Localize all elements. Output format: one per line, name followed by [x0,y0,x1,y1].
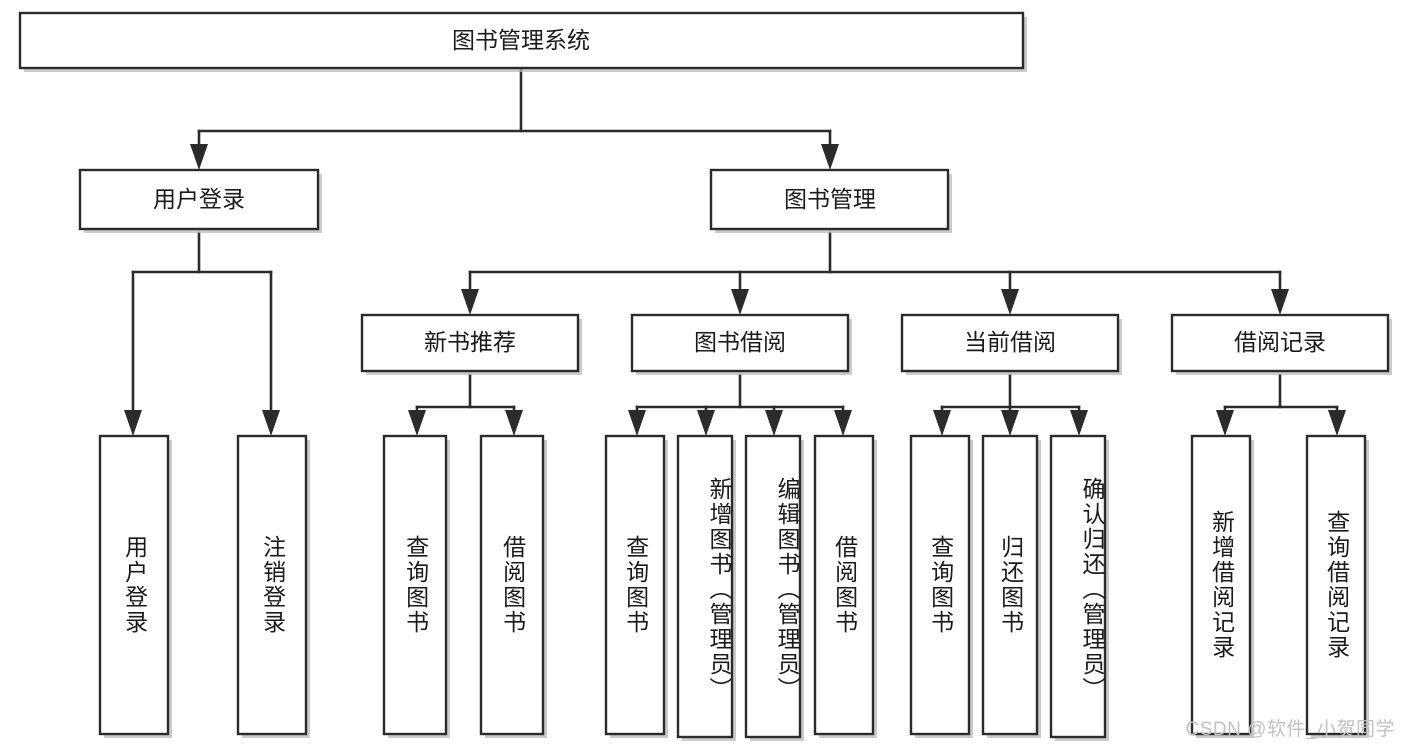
node-new-book-recommend-box[interactable] [360,313,580,373]
arrow-borrow-to-add [697,410,715,436]
node-leaf-confirm-return-box[interactable] [1049,434,1107,739]
node-book-borrow-box[interactable] [630,313,850,373]
node-user-login-label: 用户登录 [153,186,245,212]
arrow-newbook-to-query [408,410,426,436]
node-borrow-record-box[interactable] [1170,313,1390,373]
arrow-login-to-logout [262,410,280,436]
arrow-root-to-login [190,144,208,170]
node-leaf-query-book-3-box[interactable] [909,434,971,736]
arrow-root-to-bookmgmt [821,144,839,170]
node-new-book-recommend-label: 新书推荐 [424,329,516,355]
horizontal-label-group: 图书管理系统 用户登录 图书管理 新书推荐 图书借阅 当前借阅 借阅记录 [153,27,1326,355]
node-book-borrow-label: 图书借阅 [694,329,786,355]
node-leaf-borrow-book-1-box[interactable] [479,434,545,736]
arrow-to-newbook [461,289,479,315]
node-current-borrow-box[interactable] [900,313,1120,373]
arrow-to-record [1271,289,1289,315]
node-leaf-logout-box[interactable] [236,434,308,736]
arrow-current-to-query [933,410,951,436]
arrow-login-to-userlogin [124,410,142,436]
arrow-current-to-return [1001,410,1019,436]
node-root-label: 图书管理系统 [452,27,590,53]
csdn-watermark: CSDN @软件_小贺同学 [1185,719,1395,740]
arrow-to-current [1001,289,1019,315]
arrow-current-to-confirm [1070,410,1088,436]
node-leaf-user-login-box[interactable] [98,434,170,736]
node-leaf-edit-book-box[interactable] [744,434,802,739]
node-leaf-add-book-box[interactable] [676,434,734,739]
arrow-record-to-add [1216,410,1234,436]
node-current-borrow-label: 当前借阅 [964,329,1056,355]
arrow-borrow-to-edit [765,410,783,436]
node-leaf-query-book-1-box[interactable] [382,434,448,736]
arrow-record-to-query [1328,410,1346,436]
arrow-borrow-to-query [628,410,646,436]
node-leaf-query-record-box[interactable] [1305,434,1367,736]
node-leaf-query-book-2-box[interactable] [604,434,666,736]
arrow-newbook-to-borrow [505,410,523,436]
node-book-management-label: 图书管理 [784,186,876,212]
node-leaf-add-record-box[interactable] [1190,434,1252,736]
node-borrow-record-label: 借阅记录 [1234,329,1326,355]
arrow-to-borrow [731,289,749,315]
node-root-box[interactable] [18,11,1025,70]
node-user-login-box[interactable] [78,168,320,231]
node-leaf-return-book-box[interactable] [981,434,1039,736]
arrow-borrow-to-lend [834,410,852,436]
node-leaf-borrow-book-2-box[interactable] [813,434,875,736]
node-book-management-box[interactable] [709,168,950,231]
connector-group [124,66,1346,436]
node-group [18,11,1392,741]
